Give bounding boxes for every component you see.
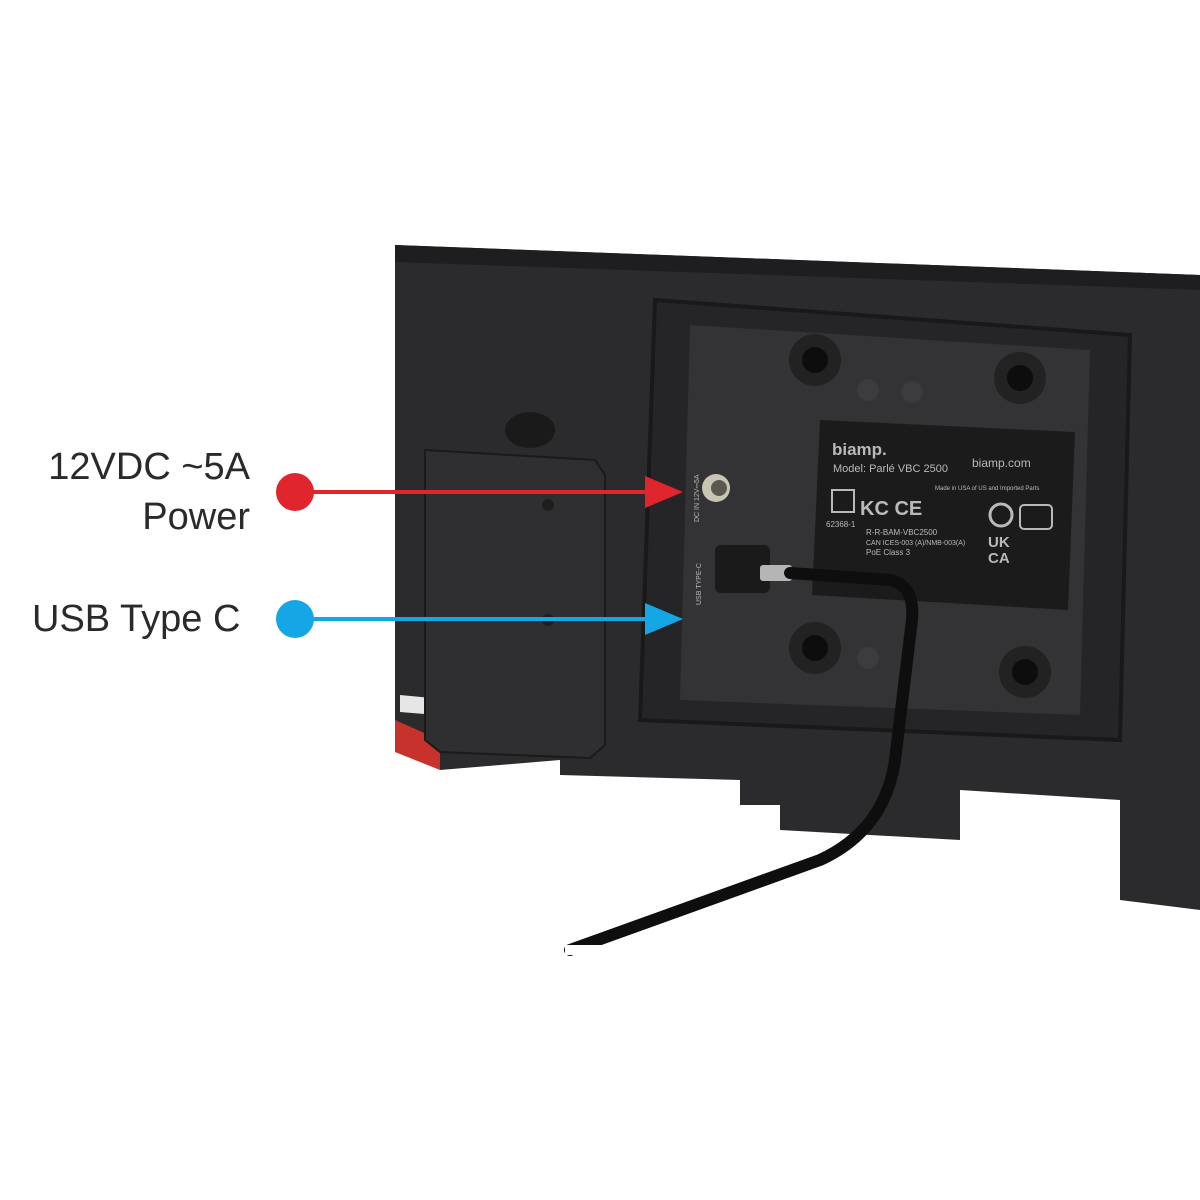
device-top-edge bbox=[395, 245, 1200, 290]
label-website: biamp.com bbox=[972, 456, 1031, 470]
dc-port-label: DC IN 12V⎓5A bbox=[694, 474, 701, 522]
regulatory-label bbox=[812, 420, 1075, 610]
label-poe: PoE Class 3 bbox=[866, 548, 911, 557]
power-callout-label: 12VDC ~5A Power bbox=[48, 442, 250, 542]
label-model: Model: Parlé VBC 2500 bbox=[833, 463, 948, 475]
label-ca: CA bbox=[988, 550, 1010, 567]
screw-holes bbox=[789, 334, 1051, 698]
usb-port-label: USB TYPE-C bbox=[696, 563, 703, 605]
label-can-ices: CAN ICES-003 (A)/NMB-003(A) bbox=[866, 540, 965, 547]
bracket-plate bbox=[424, 448, 606, 760]
usb-type-c-text: USB Type C bbox=[32, 598, 241, 640]
power-text: Power bbox=[142, 496, 250, 538]
label-cert-id: 62368-1 bbox=[826, 520, 856, 529]
label-brand: biamp. bbox=[832, 440, 887, 459]
usb-cable bbox=[564, 567, 919, 956]
label-made-in: Made in USA of US and Imported Parts bbox=[935, 486, 1039, 492]
usb-callout-label: USB Type C bbox=[32, 594, 240, 644]
label-uk: UK bbox=[988, 534, 1010, 551]
usb-callout-arrow bbox=[276, 600, 683, 638]
label-kc-id: R-R-BAM-VBC2500 bbox=[866, 528, 938, 537]
red-accent bbox=[395, 720, 440, 770]
power-callout-arrow bbox=[276, 473, 683, 511]
usb-c-plug bbox=[715, 545, 770, 593]
svg-text:KC CE: KC CE bbox=[860, 498, 922, 520]
power-spec-text: 12VDC ~5A bbox=[48, 446, 250, 488]
